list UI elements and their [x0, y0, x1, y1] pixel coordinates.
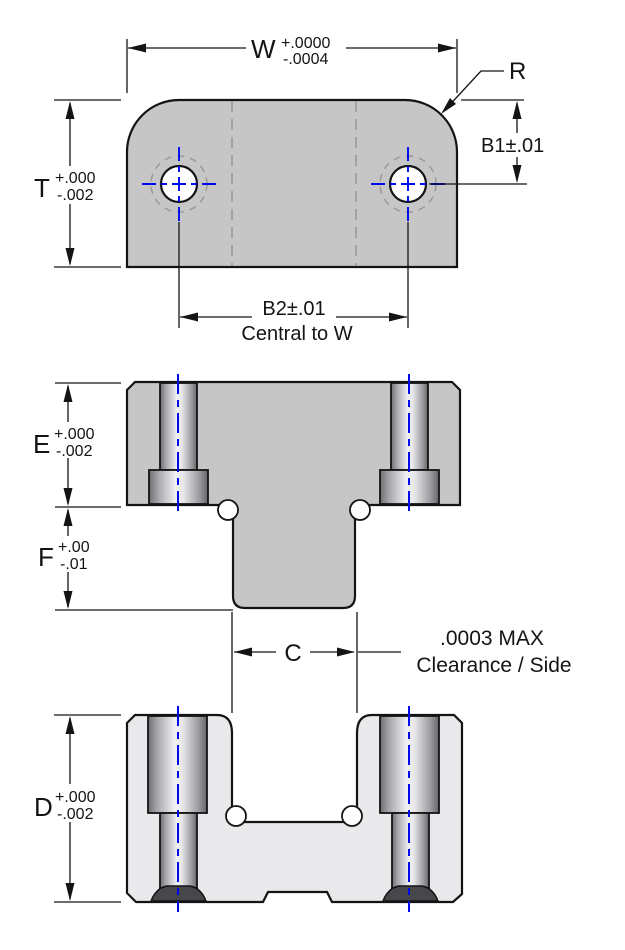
text-mask: [34, 536, 102, 572]
dim-t-minus: -.002: [57, 187, 94, 204]
clearance-note-line2: Clearance / Side: [416, 654, 571, 677]
dim-w-letter: W: [251, 34, 276, 64]
arrowhead: [65, 248, 75, 266]
dim-e: E +.000 -.002: [29, 382, 121, 508]
dim-f-plus: +.00: [58, 539, 90, 556]
arrowhead: [63, 591, 73, 609]
dim-w: W +.0000 -.0004: [126, 34, 458, 93]
text-mask: [30, 784, 106, 822]
dim-w-plus: +.0000: [281, 35, 330, 52]
dim-b2: B2±.01 Central to W: [178, 222, 409, 345]
die-view-body: [125, 713, 464, 904]
dim-t-plus: +.000: [55, 170, 96, 187]
leader-line: [443, 70, 504, 112]
text-mask: [29, 422, 103, 458]
arrowhead: [63, 508, 73, 526]
dim-f-minus: -.01: [60, 556, 88, 573]
arrowhead: [438, 43, 456, 53]
screw-hole-right: [391, 812, 430, 889]
arrowhead: [512, 165, 522, 183]
punch-view: [125, 374, 462, 610]
arrowhead: [234, 647, 252, 657]
dim-d-letter: D: [34, 792, 53, 822]
dim-b2-label: B2±.01: [262, 298, 325, 320]
plan-view-body: [125, 98, 459, 269]
dowel-hole-left: [142, 147, 216, 221]
corner-relief-left: [225, 805, 247, 827]
dim-t: T +.000 -.002: [30, 99, 121, 268]
dim-w-minus: -.0004: [283, 51, 328, 68]
radius-callout: R: [441, 58, 526, 114]
corner-relief-right: [349, 499, 371, 521]
arrowhead: [337, 647, 355, 657]
clearance-note: .0003 MAX Clearance / Side: [416, 627, 571, 677]
dim-t-letter: T: [34, 173, 50, 203]
arrowhead: [65, 101, 75, 119]
corner-relief-right: [341, 805, 363, 827]
dim-e-plus: +.000: [54, 426, 95, 443]
dim-c-label: C: [284, 640, 301, 667]
arrowhead: [65, 716, 75, 734]
dim-b1: B1±.01: [429, 99, 566, 185]
arrowhead: [63, 488, 73, 506]
dim-b1-label: B1±.01: [481, 135, 544, 157]
hole-bottom-flare-right: [381, 885, 440, 902]
arrowhead: [180, 312, 198, 322]
arrowhead: [389, 312, 407, 322]
arrowhead: [512, 101, 522, 119]
clearance-note-line1: .0003 MAX: [440, 627, 544, 650]
radius-label: R: [509, 58, 526, 85]
punch-view-body: [125, 380, 462, 610]
arrowhead: [65, 883, 75, 901]
plan-view: [125, 98, 459, 269]
die-view: [125, 706, 464, 912]
dim-d-minus: -.002: [57, 806, 94, 823]
dim-f-letter: F: [38, 542, 54, 572]
dim-e-minus: -.002: [56, 443, 93, 460]
dim-f: F +.00 -.01: [34, 508, 233, 611]
corner-relief-left: [217, 499, 239, 521]
arrowhead: [63, 384, 73, 402]
text-mask: [478, 133, 566, 157]
dim-c: C: [231, 612, 401, 713]
dim-b2-note: Central to W: [241, 323, 352, 345]
dim-e-letter: E: [33, 429, 50, 459]
dim-d-plus: +.000: [55, 789, 96, 806]
arrowhead: [441, 98, 456, 114]
text-mask: [30, 166, 104, 204]
dim-d: D +.000 -.002: [30, 714, 121, 903]
arrowhead: [128, 43, 146, 53]
